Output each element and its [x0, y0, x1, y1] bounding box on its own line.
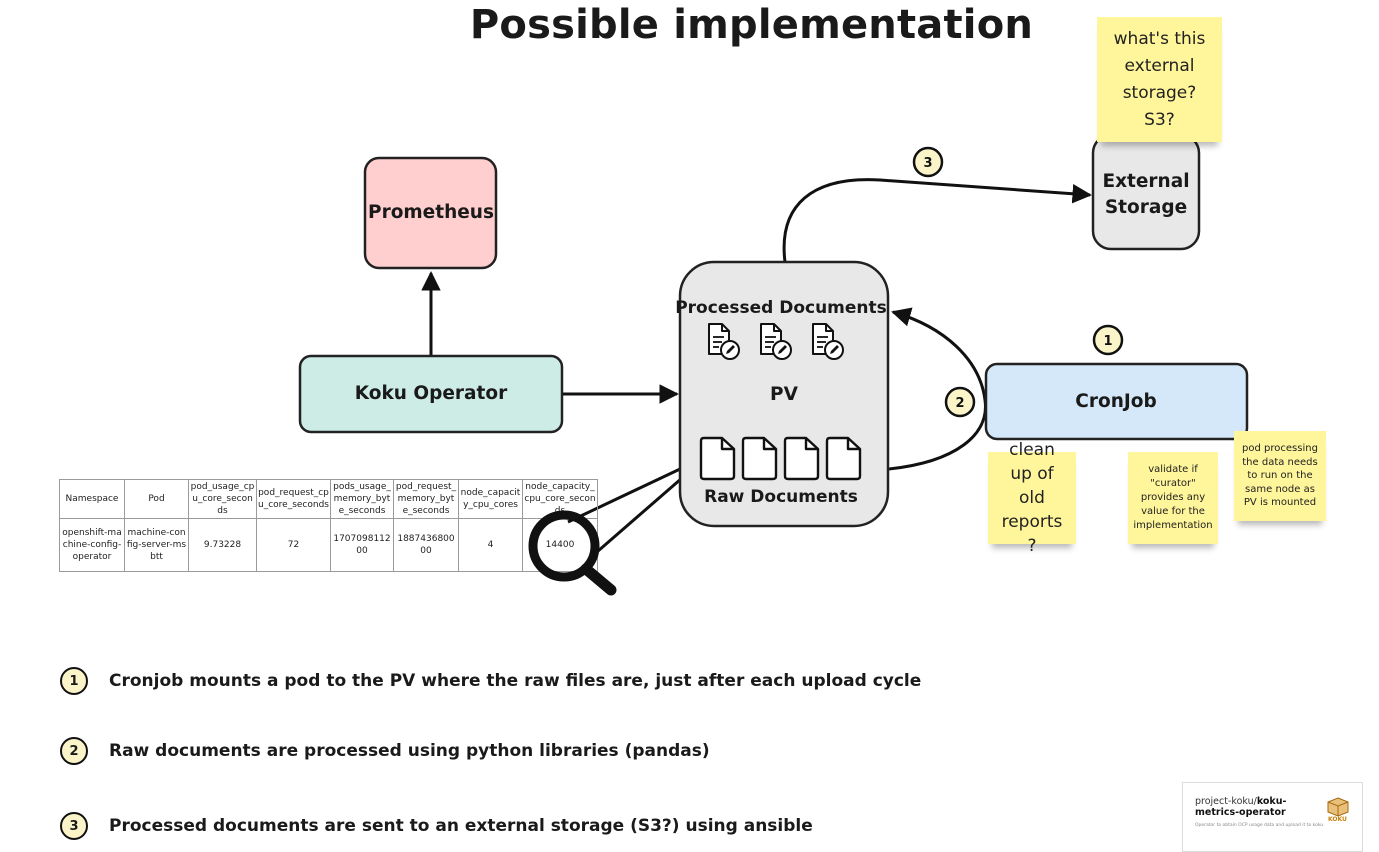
repo-name: koku-metrics-operator — [1195, 796, 1287, 818]
sticky-node-placement-text: pod processing the data needs to run on … — [1242, 443, 1318, 509]
legend-item: 2 Raw documents are processed using pyth… — [60, 737, 710, 765]
sticky-cleanup: clean up of old reports ? — [988, 440, 1076, 556]
step-1-badge-number: 1 — [1103, 334, 1112, 349]
sticky-cleanup-text: clean up of old reports ? — [1001, 440, 1063, 556]
magnifier-icon — [528, 510, 617, 596]
cronjob-node — [984, 362, 1249, 441]
legend-text: Processed documents are sent to an exter… — [109, 816, 813, 836]
step-3-badge-number: 3 — [923, 156, 932, 171]
blank-document-icon — [741, 436, 778, 481]
external-storage-label-line2: Storage — [1105, 197, 1187, 218]
table-header-cell: node_capacity_cpu_cores — [458, 479, 523, 519]
external-storage-node — [1091, 133, 1201, 251]
legend-number-badge: 3 — [60, 812, 88, 840]
table-cell: machine-config-server-msbtt — [124, 518, 189, 572]
table-row: openshift-machine-config-operator machin… — [59, 518, 598, 572]
table-header-cell: pod_request_cpu_core_seconds — [256, 479, 331, 519]
koku-operator-label: Koku Operator — [355, 383, 508, 404]
sticky-curator-text: validate if "curator" provides any value… — [1133, 464, 1213, 531]
table-header-cell: pod_request_memory_byte_seconds — [393, 479, 459, 519]
cronjob-label: CronJob — [1075, 391, 1156, 412]
legend-text: Raw documents are processed using python… — [109, 741, 710, 761]
blank-document-icon — [783, 436, 820, 481]
blank-document-icon — [699, 436, 736, 481]
raw-data-table-wrap: Namespace Pod pod_usage_cpu_core_seconds… — [59, 479, 598, 572]
table-cell: 4 — [458, 518, 523, 572]
table-cell: 188743680000 — [393, 518, 459, 572]
koku-box-icon — [1327, 797, 1349, 817]
table-cell: 170709811200 — [330, 518, 394, 572]
sticky-external-storage-question: what's this external storage? S3? — [1097, 17, 1222, 142]
step-2-badge-number: 2 — [955, 396, 964, 411]
table-header-cell: pod_usage_cpu_core_seconds — [188, 479, 257, 519]
legend-number-badge: 2 — [60, 737, 88, 765]
repo-logo-text: KOKU — [1328, 816, 1347, 823]
sticky-node-placement: pod processing the data needs to run on … — [1234, 431, 1326, 521]
table-header-cell: Namespace — [59, 479, 125, 519]
table-cell: 9.73228 — [188, 518, 257, 572]
table-header-row: Namespace Pod pod_usage_cpu_core_seconds… — [59, 479, 598, 519]
koku-operator-node — [298, 354, 564, 434]
table-cell: 72 — [256, 518, 331, 572]
legend-item: 1 Cronjob mounts a pod to the PV where t… — [60, 667, 921, 695]
repo-link-card[interactable]: project-koku/koku-metrics-operator Opera… — [1182, 782, 1363, 852]
raw-documents-label: Raw Documents — [704, 487, 858, 507]
table-header-cell: pods_usage_memory_byte_seconds — [330, 479, 394, 519]
legend-item: 3 Processed documents are sent to an ext… — [60, 812, 813, 840]
legend-text: Cronjob mounts a pod to the PV where the… — [109, 671, 922, 691]
raw-data-table: Namespace Pod pod_usage_cpu_core_seconds… — [59, 479, 598, 572]
arrow-cronjob-process-loop — [888, 307, 987, 471]
step-3-badge — [912, 146, 944, 178]
arrow-pv-to-external-storage — [782, 178, 1092, 263]
blank-document-icon — [825, 436, 862, 481]
repo-owner: project-koku/ — [1195, 796, 1257, 807]
sticky-external-storage-text: what's this external storage? S3? — [1113, 28, 1206, 130]
step-2-badge — [944, 386, 976, 418]
legend-number-badge: 1 — [60, 667, 88, 695]
step-1-badge — [1092, 324, 1124, 356]
page-title: Possible implementation — [469, 2, 1034, 48]
sticky-curator: validate if "curator" provides any value… — [1128, 452, 1218, 544]
external-storage-label-line1: External — [1102, 171, 1189, 192]
processed-documents-label: Processed Documents — [675, 298, 887, 318]
pv-label: PV — [770, 384, 799, 405]
repo-card-description: Operator to obtain OCP usage data and up… — [1195, 823, 1324, 828]
table-header-cell: Pod — [124, 479, 189, 519]
prometheus-node — [363, 156, 498, 270]
prometheus-label: Prometheus — [368, 202, 494, 223]
repo-card-title: project-koku/koku-metrics-operator — [1195, 796, 1315, 818]
table-cell: openshift-machine-config-operator — [59, 518, 125, 572]
